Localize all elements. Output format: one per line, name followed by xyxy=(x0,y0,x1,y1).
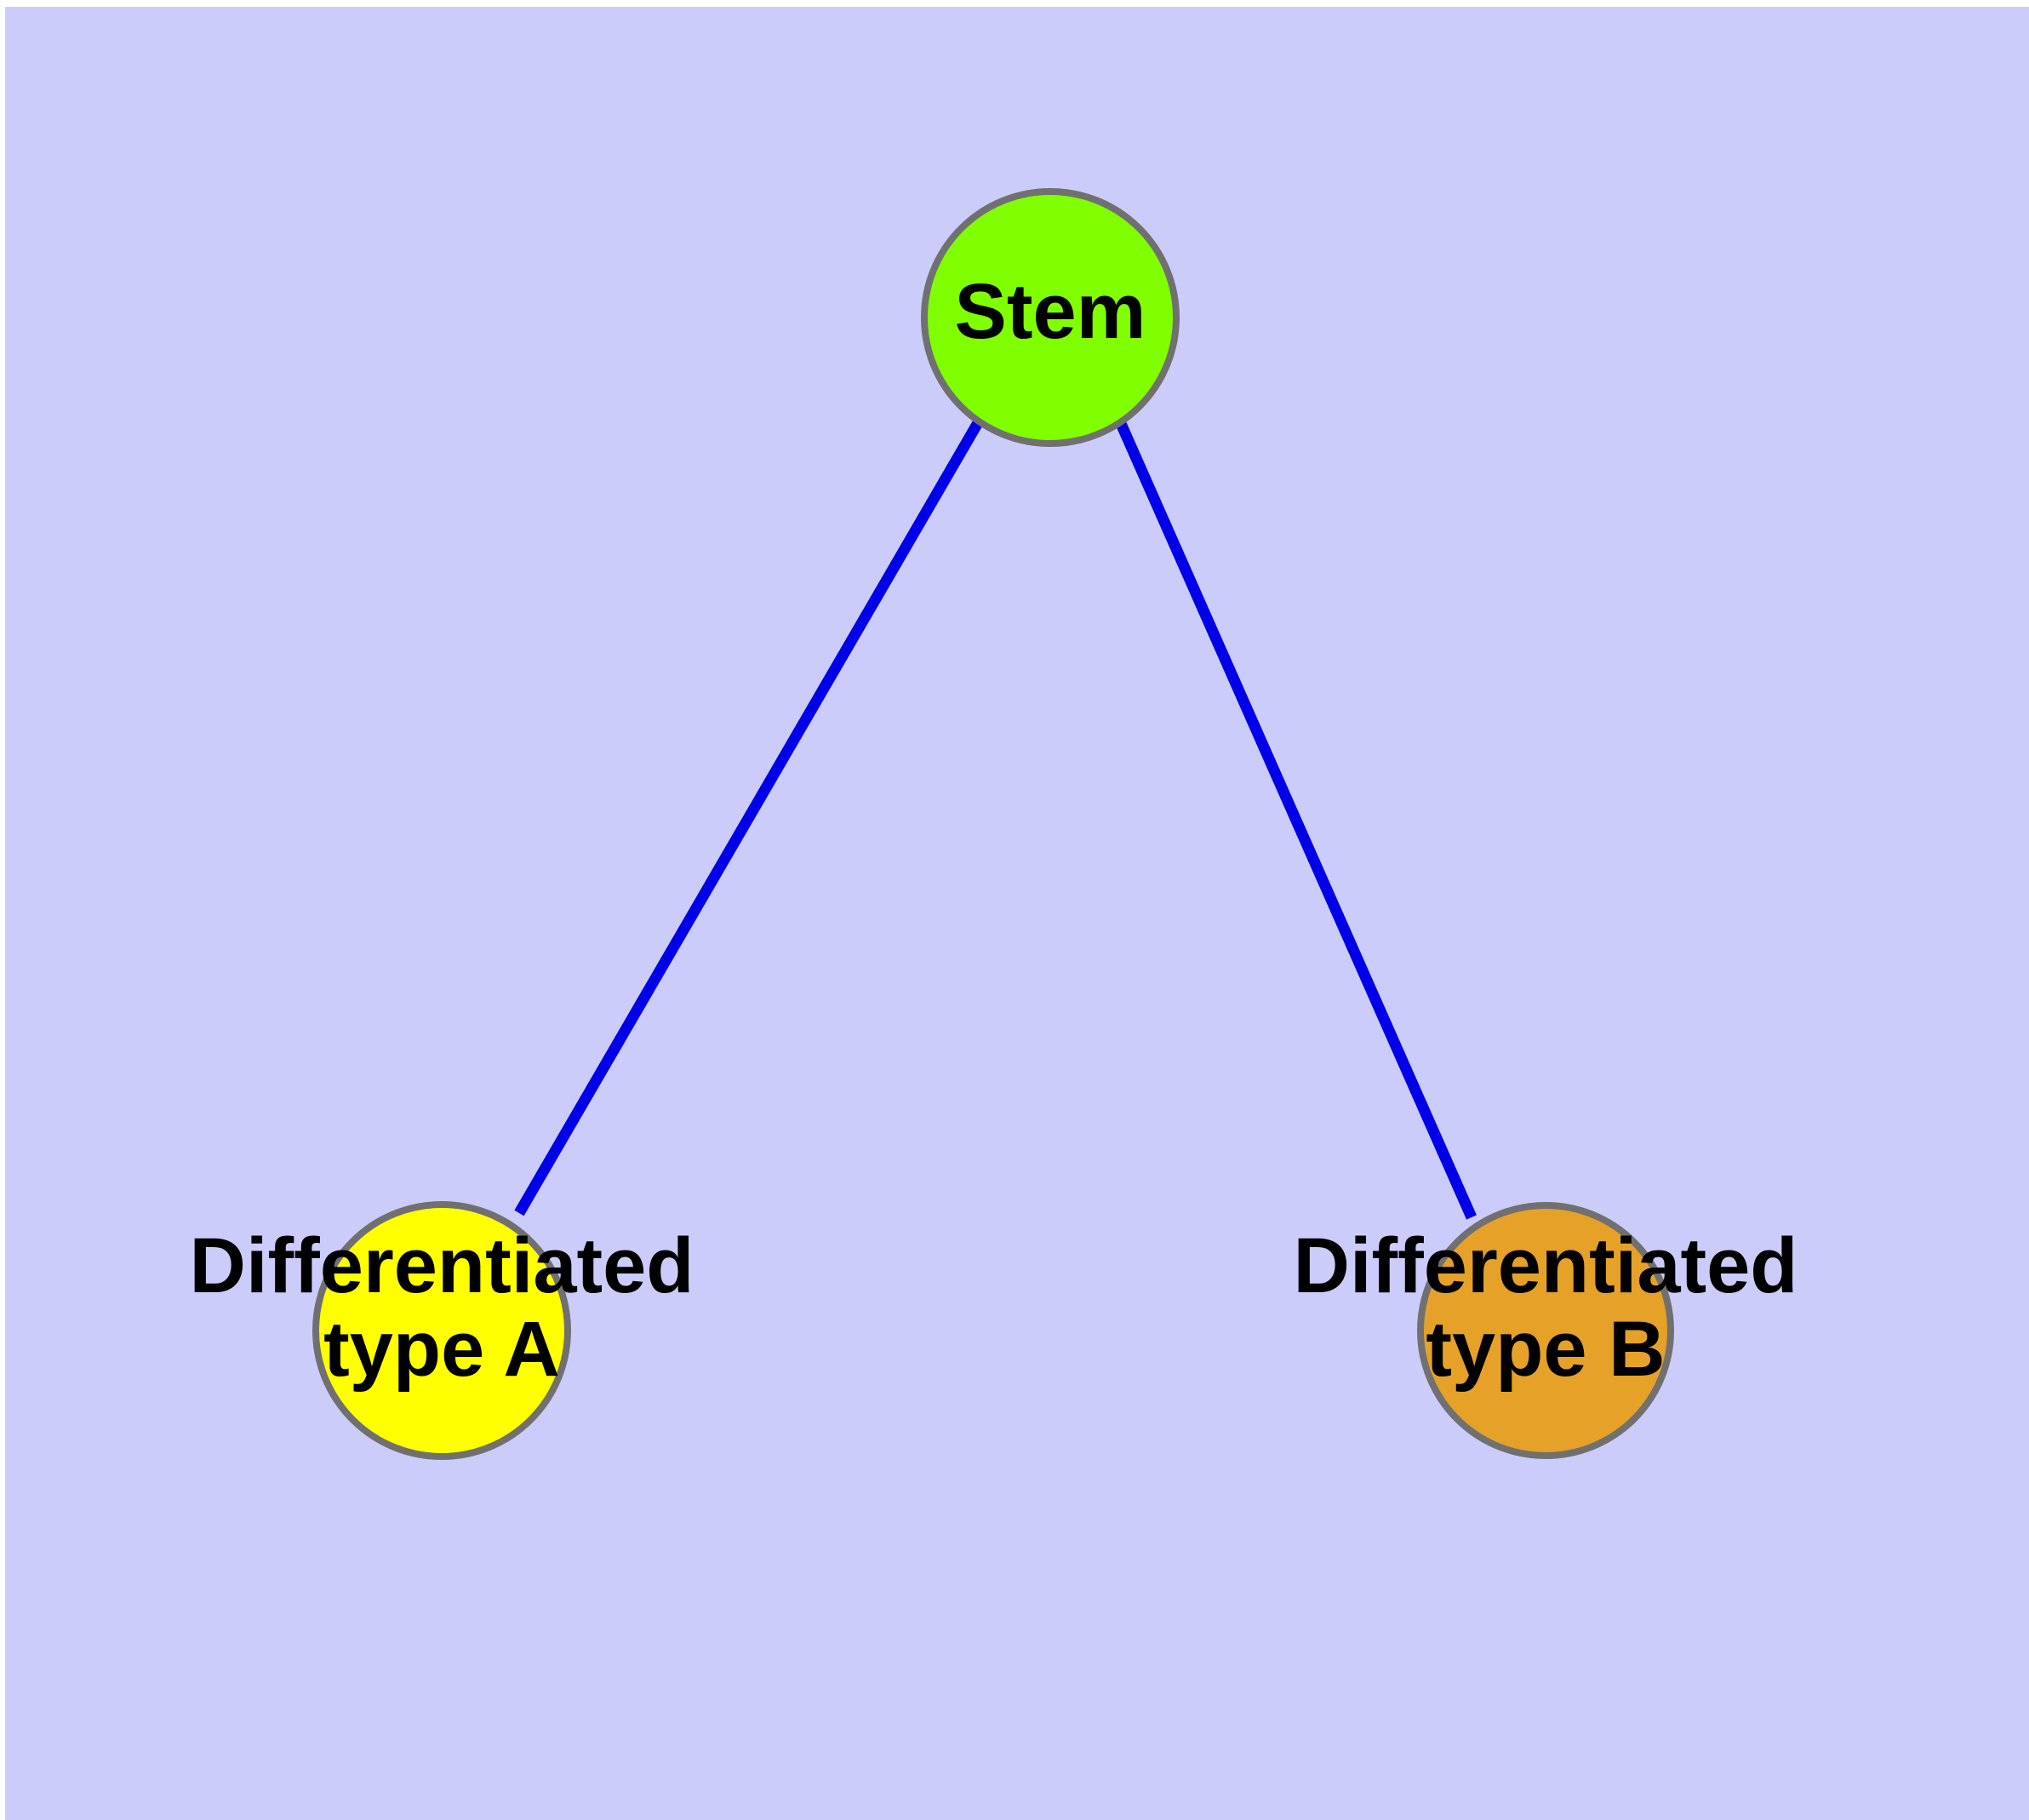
graph-node-label-line: Differentiated xyxy=(1294,1222,1798,1309)
graph-node-diff_b[interactable] xyxy=(1417,1202,1674,1459)
graph-node-stem[interactable] xyxy=(921,188,1180,447)
nodes-layer xyxy=(312,188,1674,1460)
graph-node-label-line: Stem xyxy=(955,268,1146,355)
graph-node-label-stem: Stem xyxy=(955,268,1146,355)
graph-node-label-line: Differentiated xyxy=(190,1222,694,1309)
graph-node-label-line: type A xyxy=(323,1307,560,1394)
graph-node-diff_a[interactable] xyxy=(312,1201,571,1460)
graph-edge-stem-to-diff_b xyxy=(1114,417,1477,1220)
graph-node-label-line: type B xyxy=(1426,1307,1665,1394)
edges-layer xyxy=(514,417,1477,1220)
graph-edge-stem-to-diff_a xyxy=(514,418,984,1216)
